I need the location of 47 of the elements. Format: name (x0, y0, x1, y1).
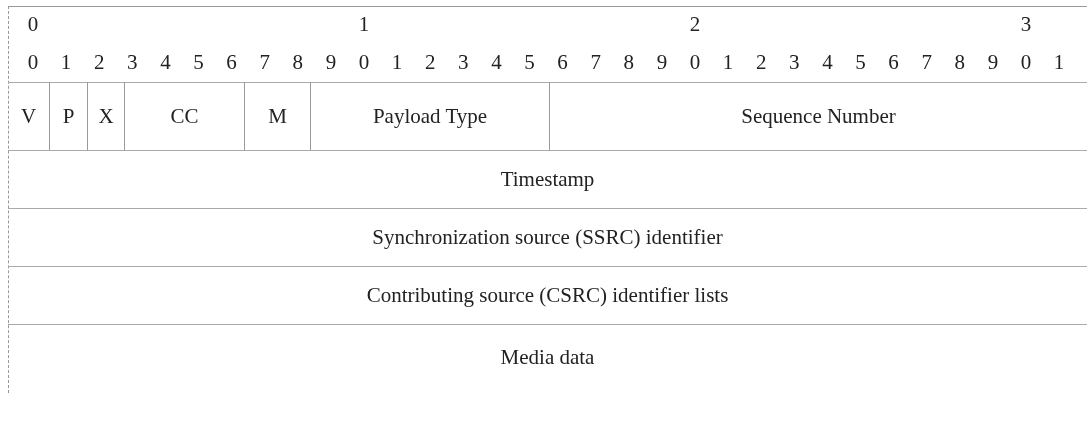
bit-number: 0 (1019, 50, 1033, 74)
header-field: V (8, 82, 50, 150)
bit-number: 6 (887, 50, 900, 74)
bit-number: 4 (821, 50, 834, 74)
bit-number: 7 (258, 50, 271, 74)
bit-number: 9 (655, 50, 669, 74)
bit-number: 1 (59, 50, 73, 74)
bit-number: 9 (986, 50, 1000, 74)
header-field: Media data (8, 324, 1087, 390)
header-field: P (50, 82, 88, 150)
bit-number: 6 (556, 50, 569, 74)
bit-number: 3 (126, 50, 139, 74)
bit-number: 1 (721, 50, 735, 74)
bit-number: 3 (1019, 12, 1033, 36)
header-field: Timestamp (8, 150, 1087, 208)
bit-number: 8 (953, 50, 967, 74)
header-field: CC (125, 82, 245, 150)
bit-number: 1 (1052, 50, 1066, 74)
bit-number: 2 (754, 50, 768, 74)
bit-number: 0 (357, 50, 371, 74)
bit-number: 7 (589, 50, 602, 74)
bit-number: 0 (26, 12, 40, 36)
bit-number: 2 (688, 12, 702, 36)
bit-number: 6 (225, 50, 238, 74)
header-field: Payload Type (311, 82, 550, 150)
bit-number: 5 (192, 50, 205, 74)
bit-number: 1 (357, 12, 371, 36)
bit-number: 3 (788, 50, 801, 74)
bit-number: 2 (92, 50, 106, 74)
bit-number: 0 (688, 50, 702, 74)
bit-number: 4 (159, 50, 172, 74)
header-field: M (245, 82, 311, 150)
bit-number: 1 (390, 50, 404, 74)
bit-number: 3 (457, 50, 470, 74)
bit-number: 0 (26, 50, 40, 74)
bit-number: 5 (854, 50, 867, 74)
bit-number: 9 (324, 50, 338, 74)
bit-number: 8 (291, 50, 305, 74)
header-field: Synchronization source (SSRC) identifier (8, 208, 1087, 266)
header-field: Sequence Number (550, 82, 1087, 150)
bit-number: 5 (523, 50, 536, 74)
header-field: Contributing source (CSRC) identifier lists (8, 266, 1087, 324)
bit-number: 8 (622, 50, 636, 74)
bit-number: 4 (490, 50, 503, 74)
bit-number: 2 (423, 50, 437, 74)
header-field: X (88, 82, 125, 150)
bit-number: 7 (920, 50, 933, 74)
